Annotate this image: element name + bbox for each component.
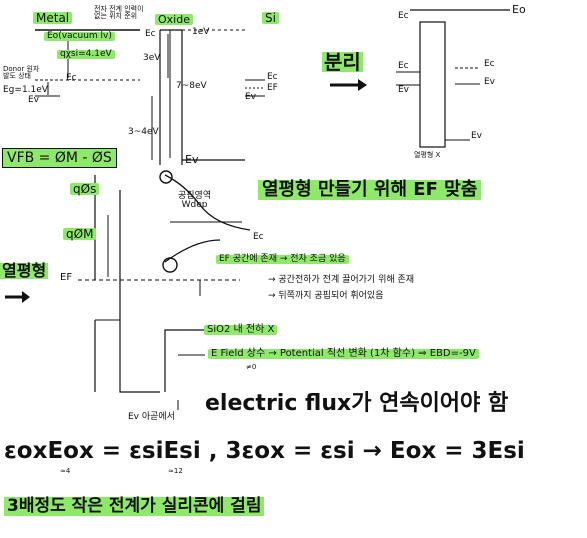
bullet-2: → 뒤쪽까지 공핍되어 휘어있음 [268, 291, 384, 301]
approx12-label: ≈12 [168, 467, 183, 475]
right-arrow-head [358, 79, 367, 91]
note-top: 전자 전계 인력이 없는 위치 준위 [94, 5, 144, 20]
three-four-ev-label: 3~4eV [128, 127, 159, 137]
ec-oxide-label: Ec [145, 29, 156, 39]
circle-top [159, 170, 173, 184]
approx4-label: ≈4 [60, 467, 71, 475]
ec-bend [164, 174, 251, 231]
ef-si-label: EF [267, 83, 278, 93]
ec-si-label: Ec [267, 72, 278, 82]
ec-r2-label: Ec [484, 59, 495, 69]
electric-flux-label: electric flux가 연속이어야 함 [205, 391, 509, 416]
depletion-label: 공핍영역 Wdep [178, 191, 212, 210]
ev-lower [164, 329, 240, 392]
ev-si-label: Ev [245, 92, 257, 102]
vfb-box: VFB = ØM - ØS [2, 148, 117, 168]
ev-oxide-label: Ev [185, 153, 199, 166]
circle-mid [162, 257, 178, 273]
ev-box-label: Ev [471, 131, 483, 141]
ef-note: EF 공간에 존재 → 전자 조금 있음 [216, 255, 349, 264]
eg-label: Eg=1.1eV [3, 85, 48, 95]
efield-label: E Field 상수 → Potential 직선 변화 (1차 함수) ⇒ E… [208, 349, 479, 359]
bullet-1: → 공간전하가 전계 끌어가기 위해 존재 [268, 275, 415, 285]
metal-label: Metal [33, 12, 73, 24]
si-label: Si [262, 12, 279, 24]
ev-right-label: Ev [398, 85, 410, 95]
separated-label: 분리 [322, 50, 363, 74]
ev-left-label: Ev [28, 95, 40, 105]
ec-band-label: Ec [253, 232, 264, 242]
ev-bend-label: Ev 아곧에서 [128, 412, 175, 422]
oxide-label: Oxide [155, 14, 193, 25]
ev-r2-label: Ev [484, 77, 496, 87]
eo-right-label: Eo [512, 3, 526, 16]
bottom-note: 3배정도 작은 전계가 실리콘에 걸림 [4, 497, 265, 516]
equation-label: εoxEox = εsiEsi , 3εox = εsi → Eox = 3Es… [4, 438, 525, 464]
oxide-note: 열평형 X [414, 151, 441, 159]
oxide-slope-line [119, 190, 160, 393]
equilibrium-label: 열평형 [0, 261, 49, 280]
ef-left-label: EF [60, 272, 73, 283]
eo-vacuum-label: Eo(vacuum lv) [44, 32, 115, 41]
ec-box-label: Ec [398, 11, 409, 21]
sio2-label: SiO2 내 전하 X [204, 325, 278, 335]
qphis-label: qØs [70, 183, 100, 195]
left-arrow-head [22, 291, 30, 303]
seven-ev-label: 7~8eV [176, 81, 207, 91]
donor-label: Donor 원자 발도 상태 [3, 65, 40, 80]
heading-eq: 열평형 만들기 위해 EF 맞춤 [258, 180, 482, 200]
neq0-label: ≠0 [246, 363, 257, 371]
ec-left-label: Ec [66, 73, 77, 83]
three-ev-label: 3eV [143, 53, 161, 63]
r-oxide-box [419, 21, 446, 148]
qphim-label: qØM [63, 228, 97, 240]
ec-right-label: Ec [398, 61, 409, 71]
qchi-label: qχsi=4.1eV [57, 50, 115, 59]
plus-1ev-label: 1eV [192, 27, 210, 37]
